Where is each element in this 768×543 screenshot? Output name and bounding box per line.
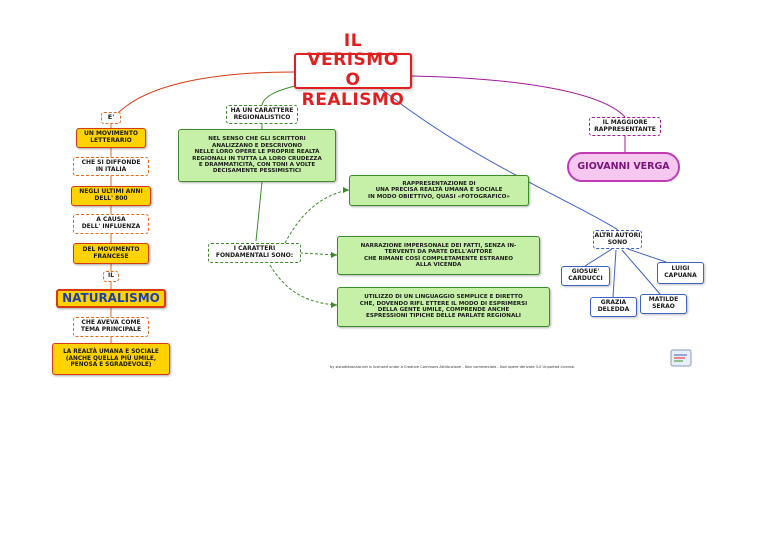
site-logo-icon	[670, 349, 692, 367]
arrowhead-rappresentazione	[343, 187, 349, 193]
connector-title-to-maggiore	[411, 75, 626, 118]
connector-caratteri-to-narrazione	[299, 252, 338, 256]
node-matilde-serao: MATILDE SERAO	[640, 294, 687, 314]
connector-caratteri-to-linguaggio	[269, 264, 338, 306]
license-credit: by sistodidascalo.net is licensed under …	[330, 365, 576, 369]
node-naturalismo: NATURALISMO	[56, 289, 166, 308]
node-caratteri-fondamentali: I CARATTERI FONDAMENTALI SONO:	[208, 243, 301, 263]
node-realta-umana: LA REALTÀ UMANA E SOCIALE (ANCHE QUELLA …	[52, 343, 170, 375]
connector-altri-to-deledda	[612, 249, 617, 298]
node-giovanni-verga: GIOVANNI VERGA	[567, 152, 680, 182]
link-il: IL	[103, 271, 119, 282]
node-maggiore-rappresentante: IL MAGGIORE RAPPRESENTANTE	[589, 117, 661, 136]
arrowhead-linguaggio	[331, 302, 337, 308]
connector-scrittori-to-caratteri	[255, 181, 263, 242]
node-ultimi-anni: NEGLI ULTIMI ANNI DELL' 800	[71, 186, 151, 206]
connector-altri-to-capuana	[627, 248, 667, 263]
node-linguaggio: UTILIZZO DI UN LINGUAGGIO SEMPLICE E DIR…	[337, 287, 550, 327]
node-scrittori: NEL SENSO CHE GLI SCRITTORI ANALIZZANO E…	[178, 129, 336, 182]
node-luigi-capuana: LUIGI CAPUANA	[657, 262, 704, 284]
node-grazia-deledda: GRAZIA DELEDDA	[590, 297, 637, 317]
node-tema-principale: CHE AVEVA COME TEMA PRINCIPALE	[73, 317, 149, 337]
node-movimento-francese: DEL MOVIMENTO FRANCESE	[73, 243, 149, 264]
node-narrazione: NARRAZIONE IMPERSONALE DEI FATTI, SENZA …	[337, 236, 540, 275]
connector-altri-to-carducci	[584, 248, 613, 267]
node-altri-autori: ALTRI AUTORI SONO	[593, 230, 642, 249]
node-rappresentazione: RAPPRESENTAZIONE DI UNA PRECISA REALTÀ U…	[349, 175, 529, 206]
connector-title-to-e	[117, 71, 295, 114]
connector-caratteri-to-rappresentazione	[284, 189, 350, 244]
link-e: E'	[101, 112, 121, 124]
node-si-diffonde: CHE SI DIFFONDE IN ITALIA	[73, 157, 149, 176]
node-movimento-letterario: UN MOVIMENTO LETTERARIO	[76, 128, 146, 148]
node-a-causa: A CAUSA DELL' INFLUENZA	[73, 214, 149, 234]
node-giosue-carducci: GIOSUE' CARDUCCI	[561, 266, 610, 286]
map-title: IL VERISMO O REALISMO	[294, 31, 412, 109]
arrowhead-narrazione	[331, 252, 337, 258]
connector-altri-to-serao	[621, 249, 661, 295]
node-regionalistico: HA UN CARATTERE REGIONALISTICO	[226, 105, 298, 124]
